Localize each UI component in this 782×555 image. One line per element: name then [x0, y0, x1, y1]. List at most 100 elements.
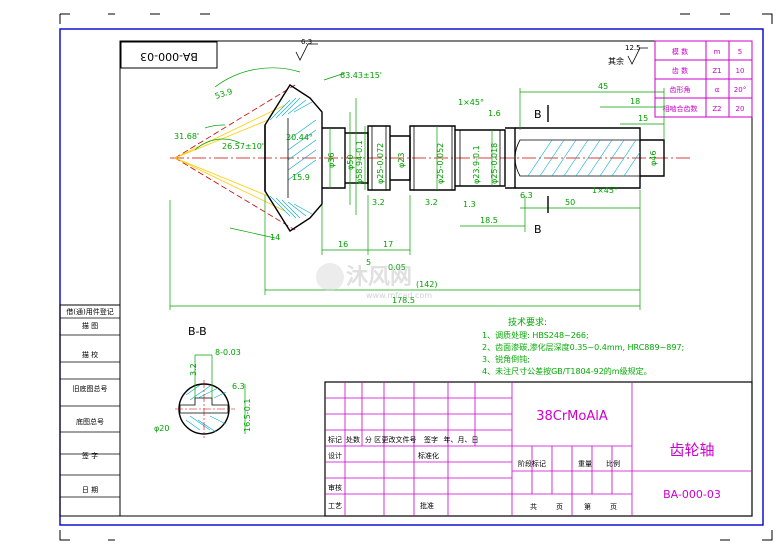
revision-header-cell: 更改文件号	[382, 435, 417, 444]
gear-param-name: 相啮合齿数	[663, 104, 698, 113]
section-marker-top: B	[534, 108, 542, 121]
revision-header-cell: 处数	[346, 435, 360, 444]
dim-16: 16	[338, 240, 348, 249]
dim-d23-9: φ23.9-0.1	[472, 145, 481, 184]
roughness-rest-label: 其余	[608, 56, 624, 66]
dim-63-43: 63.43±15'	[340, 71, 382, 80]
roughness-rest-symbol	[627, 47, 648, 65]
tech-requirements-list: 1、调质处理: HBS248~266; 2、齿面渗碳,渗化层深度0.35~0.4m…	[482, 330, 684, 376]
section-marker-bottom: B	[534, 223, 542, 236]
left-column-label: 描 校	[82, 350, 98, 359]
gear-param-symbol: α	[715, 86, 720, 94]
stage-mark-label: 阶段标记	[518, 459, 546, 468]
tech-requirements-title: 技术要求:	[508, 316, 547, 328]
left-column-table	[59, 304, 121, 517]
gear-param-value: 10	[736, 67, 745, 75]
tech-requirement-item: 4、未注尺寸公差按GB/T1804-92的m级规定。	[482, 366, 652, 376]
dim-chamfer-2: 1×45°	[592, 186, 618, 195]
dim-d46: φ46	[649, 151, 658, 166]
dim-14: 14	[270, 233, 280, 242]
gear-head-hatch	[269, 97, 317, 219]
shaft-steps	[371, 126, 501, 190]
inner-border	[119, 40, 753, 517]
title-block	[324, 381, 753, 517]
dim-15: 15	[638, 114, 648, 123]
dim-15-9: 15.9	[292, 173, 310, 182]
gear-parameter-table	[654, 40, 753, 118]
left-column-label: 日 期	[82, 486, 98, 494]
section-r-3-2: 3.2	[189, 363, 198, 376]
dimension-labels: 53.9 63.43±15' 31.68' 26.57±10' 20.44° 1…	[174, 71, 658, 305]
sheets-page-label: 页	[556, 503, 563, 511]
section-width: 8-0.03	[215, 348, 241, 357]
roughness-top-value: 6.3	[301, 38, 312, 46]
drawing-frame	[59, 28, 764, 526]
section-r-6-3: 6.3	[232, 382, 245, 391]
dim-r-6-3: 6.3	[520, 191, 533, 200]
left-column-label: 借(通)用件登记	[66, 307, 113, 316]
revision-header-cell: 签字	[424, 435, 438, 444]
gear-param-name: 齿形角	[670, 85, 691, 94]
left-column-label: 旧底图总号	[73, 384, 108, 393]
drawing-number: BA-000-03	[663, 488, 721, 501]
gear-param-value: 20	[736, 105, 745, 113]
tech-requirement-item: 2、齿面渗碳,渗化层深度0.35~0.4mm, HRC889~897;	[482, 342, 684, 352]
tech-requirement-item: 1、调质处理: HBS248~266;	[482, 330, 589, 340]
dim-d50: φ50	[346, 155, 355, 170]
left-column-label: 签 字	[82, 451, 98, 460]
sheets-current-label: 第	[584, 502, 591, 511]
gear-param-value: 20°	[734, 86, 746, 94]
dimension-lines	[169, 67, 665, 310]
roughness-top-symbol	[295, 43, 318, 61]
title-block-text: 38CrMoAlA 齿轮轴 BA-000-03 标记处数分 区更改文件号签字年、…	[328, 409, 721, 511]
dim-178-5: 178.5	[392, 296, 415, 305]
process-label: 工艺	[328, 502, 342, 510]
tech-requirement-item: 3、锐角倒钝;	[482, 354, 530, 364]
revision-header-cell: 年、月、日	[444, 435, 479, 444]
revision-header-cell: 标记	[328, 435, 342, 444]
part-name: 齿轮轴	[669, 441, 714, 459]
dim-d23: φ23	[397, 153, 406, 168]
dim-d36: φ36	[327, 153, 336, 168]
revision-header-cell: 分 区	[365, 435, 381, 444]
dim-chamfer-1: 1×45°	[458, 98, 484, 107]
gear-param-symbol: m	[714, 48, 721, 56]
dim-d25b: φ25-0.052	[436, 143, 445, 184]
watermark-brand: 沐风网	[346, 265, 412, 290]
dim-53-9: 53.9	[214, 87, 234, 101]
scale-label: 比例	[606, 459, 620, 468]
dim-17: 17	[383, 240, 393, 249]
dim-45: 45	[598, 82, 608, 91]
section-view-label: B-B	[188, 325, 207, 338]
weight-label: 重量	[578, 460, 592, 468]
dim-1-3: 1.3	[463, 200, 476, 209]
watermark: 沐风网 www.mfcad.com	[316, 263, 432, 300]
gear-param-value: 5	[738, 48, 742, 56]
dim-50: 50	[565, 198, 575, 207]
left-column-label: 描 图	[82, 321, 98, 330]
material: 38CrMoAlA	[536, 409, 608, 424]
watermark-url: www.mfcad.com	[366, 291, 432, 300]
review-label: 审核	[328, 483, 342, 492]
dim-0-05: 0.05	[388, 263, 406, 272]
keyway-hatch	[527, 139, 641, 177]
dim-5: 5	[366, 258, 371, 267]
approve-label: 批准	[420, 501, 434, 510]
keyway-region	[514, 139, 641, 177]
dim-d25a: φ25-0.072	[376, 143, 385, 184]
dim-20-44: 20.44°	[286, 133, 313, 142]
dim-r-3-2b: 3.2	[425, 198, 438, 207]
dim-r-3-2a: 3.2	[372, 198, 385, 207]
left-column-label: 底图总号	[76, 417, 104, 426]
gear-param-name: 模 数	[672, 47, 688, 56]
design-label: 设计	[328, 451, 342, 460]
dim-31-68: 31.68'	[174, 132, 199, 141]
gear-param-name: 齿 数	[672, 66, 688, 75]
roughness-rest-value: 12.5	[625, 44, 641, 52]
dim-18: 18	[630, 97, 640, 106]
top-drawing-number-box: BA-000-03	[120, 41, 218, 69]
section-dia: φ20	[154, 424, 169, 433]
